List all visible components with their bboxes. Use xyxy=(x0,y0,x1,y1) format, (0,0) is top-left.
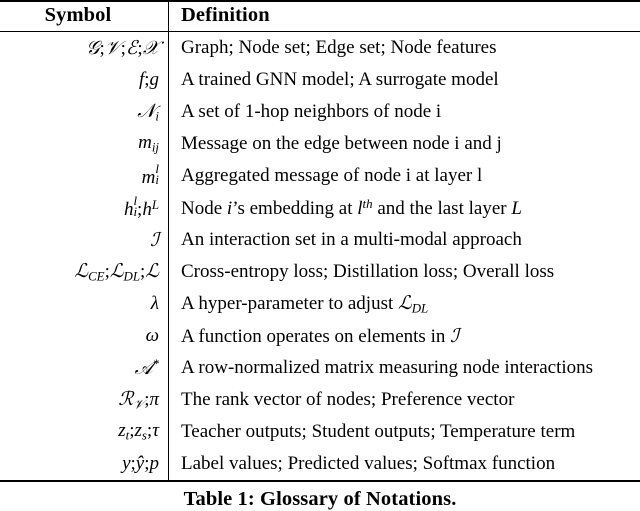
table-row: zt;zs;τ Teacher outputs; Student outputs… xyxy=(0,416,640,448)
definition-cell: The rank vector of nodes; Preference vec… xyxy=(169,384,640,416)
table-row: ℐ An interaction set in a multi-modal ap… xyxy=(0,224,640,256)
header-cell-symbol: Symbol xyxy=(0,1,169,32)
definition-cell: A function operates on elements in ℐ xyxy=(169,320,640,352)
symbol-cell: zt;zs;τ xyxy=(0,416,169,448)
symbol-cell: λ xyxy=(0,288,169,320)
definition-cell: A row-normalized matrix measuring node i… xyxy=(169,352,640,384)
table-row: λ A hyper-parameter to adjust ℒDL xyxy=(0,288,640,320)
symbol-cell: ℛ𝒱;π xyxy=(0,384,169,416)
definition-cell: A hyper-parameter to adjust ℒDL xyxy=(169,288,640,320)
symbol-cell: f;g xyxy=(0,64,169,96)
symbol-cell: ℒCE;ℒDL;ℒ xyxy=(0,256,169,288)
symbol-cell: 𝒩i xyxy=(0,96,169,128)
definition-cell: Cross-entropy loss; Distillation loss; O… xyxy=(169,256,640,288)
symbol-cell: mij xyxy=(0,128,169,160)
table-row: ℛ𝒱;π The rank vector of nodes; Preferenc… xyxy=(0,384,640,416)
definition-cell: A trained GNN model; A surrogate model xyxy=(169,64,640,96)
definition-cell: Teacher outputs; Student outputs; Temper… xyxy=(169,416,640,448)
definition-cell: An interaction set in a multi-modal appr… xyxy=(169,224,640,256)
symbol-cell: 𝒜* xyxy=(0,352,169,384)
header-cell-definition: Definition xyxy=(169,1,640,32)
table-row: 𝒜* A row-normalized matrix measuring nod… xyxy=(0,352,640,384)
symbol-cell: ω xyxy=(0,320,169,352)
definition-cell: Aggregated message of node i at layer l xyxy=(169,160,640,192)
table-figure: Symbol Definition 𝒢;𝒱;ℰ;𝒳 Graph; Node se… xyxy=(0,0,640,426)
symbol-cell: y;ŷ;p xyxy=(0,448,169,481)
table-row: ℒCE;ℒDL;ℒ Cross-entropy loss; Distillati… xyxy=(0,256,640,288)
table-caption: Table 1: Glossary of Notations. xyxy=(0,482,640,511)
definition-cell: A set of 1-hop neighbors of node i xyxy=(169,96,640,128)
table-row: 𝒩i A set of 1-hop neighbors of node i xyxy=(0,96,640,128)
table-row: f;g A trained GNN model; A surrogate mod… xyxy=(0,64,640,96)
table-header-row: Symbol Definition xyxy=(0,1,640,32)
definition-cell: Label values; Predicted values; Softmax … xyxy=(169,448,640,481)
definition-cell: Message on the edge between node i and j xyxy=(169,128,640,160)
symbol-cell: 𝒢;𝒱;ℰ;𝒳 xyxy=(0,32,169,65)
definition-cell: Node i’s embedding at lth and the last l… xyxy=(169,192,640,224)
symbol-cell: ℐ xyxy=(0,224,169,256)
definition-cell: Graph; Node set; Edge set; Node features xyxy=(169,32,640,65)
table-row: y;ŷ;p Label values; Predicted values; So… xyxy=(0,448,640,481)
table-row: mij Message on the edge between node i a… xyxy=(0,128,640,160)
table-row: 𝒢;𝒱;ℰ;𝒳 Graph; Node set; Edge set; Node … xyxy=(0,32,640,65)
table-row: ω A function operates on elements in ℐ xyxy=(0,320,640,352)
glossary-table: Symbol Definition 𝒢;𝒱;ℰ;𝒳 Graph; Node se… xyxy=(0,0,640,482)
